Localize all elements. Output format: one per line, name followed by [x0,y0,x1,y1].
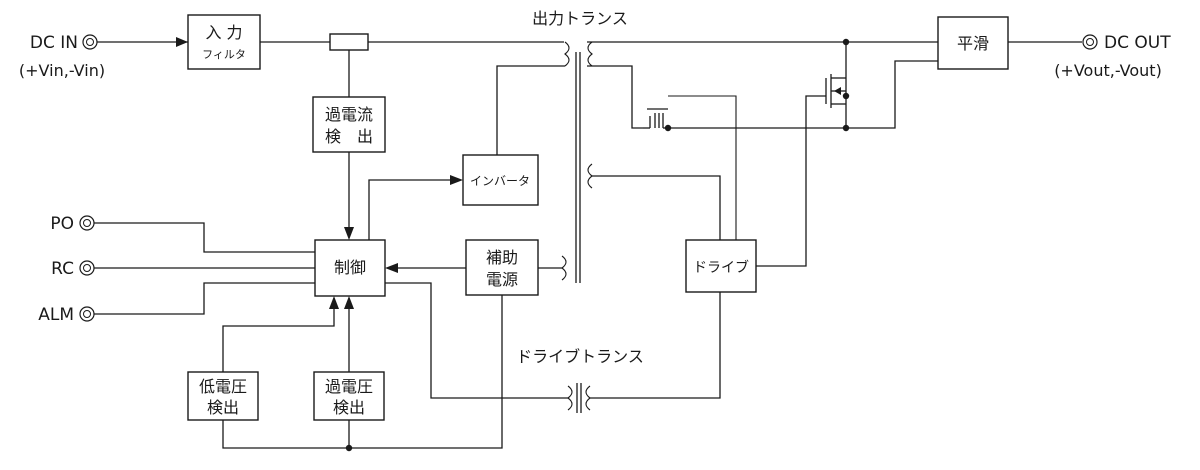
aux-power-line1: 補助 [486,248,518,267]
freewheel-mosfet-icon [825,74,846,108]
input-filter-line2: フィルタ [202,48,246,61]
junction-dot [842,124,850,132]
dc-in-label: DC IN [30,33,78,53]
alm-line [94,282,315,315]
aux-power-winding [561,255,567,281]
alm-label: ALM [38,305,74,325]
control-block: 制御 [314,239,386,297]
aux-power-block: 補助 電源 [465,239,539,296]
dc-in-terminal-icon [82,34,98,50]
smoothing-label: 平滑 [957,34,989,53]
common-line [222,295,503,449]
alm-terminal-icon [79,306,95,322]
drive-label: ドライブ [693,259,749,276]
dc-out-label: DC OUT [1104,33,1171,53]
current-sense-resistor [329,33,369,51]
inverter-label: インバータ [470,174,530,188]
rc-label: RC [51,259,74,279]
dc-in-sublabel: (+Vin,-Vin) [19,61,105,80]
arrow-ovp-to-control [344,296,354,309]
inverter-to-primary-line [496,65,565,155]
input-filter-line1: 入 力 [205,23,242,42]
drive-tr-to-drive-line [590,292,721,399]
inverter-block: インバータ [462,154,539,206]
arrow-uvp-to-control [329,296,339,309]
dc-out-terminal-icon [1082,34,1098,50]
drive-transformer-label: ドライブトランス [516,347,644,366]
uvp-to-control-line [222,300,335,372]
drive-aux-winding [587,163,593,189]
aux-power-line2: 電源 [486,270,518,289]
overcurrent-line1: 過電流 [325,105,373,124]
arrow-into-filter [176,37,188,47]
po-terminal-icon [79,215,95,231]
output-transformer [561,41,593,283]
smoothing-block: 平滑 [937,16,1009,70]
drive-tr-primary [567,385,573,411]
overvoltage-line1: 過電圧 [325,377,373,396]
undervoltage-line2: 検出 [207,398,239,417]
junctions [345,38,850,452]
input-filter-block: 入 力 フィルタ [187,14,261,70]
arrow-ocp-to-control [344,227,354,240]
drive-tr-secondary [585,385,591,411]
arrows [176,37,463,309]
overcurrent-line2: 検 出 [325,127,373,146]
arrow-to-inverter [450,175,463,185]
secondary-lower-line [587,65,643,129]
wiring [94,41,1082,449]
control-to-drive-tr-line [384,282,568,399]
return-line [668,60,938,129]
undervoltage-line1: 低電圧 [199,377,247,396]
output-transformer-label: 出力トランス [532,9,628,28]
secondary-winding [587,41,593,67]
po-line [94,222,315,253]
undervoltage-detect-block: 低電圧 検出 [187,371,259,421]
arrow-aux-to-control [385,263,398,273]
po-label: PO [50,214,74,234]
overcurrent-detect-block: 過電流 検 出 [312,96,386,153]
drive-to-rect-gate-line [668,95,737,240]
drive-transformer [567,383,591,413]
drive-to-fw-gate-line [756,95,826,267]
control-label: 制御 [334,258,366,277]
rectifier-mosfet-icon [643,108,668,129]
control-to-inverter-line [368,179,452,240]
junction-dot [842,38,850,46]
junction-dot [842,92,850,100]
primary-winding [564,41,570,67]
junction-dot [345,444,353,452]
overvoltage-detect-block: 過電圧 検出 [313,371,385,421]
overvoltage-line2: 検出 [333,398,365,417]
rc-terminal-icon [79,260,95,276]
dc-out-sublabel: (+Vout,-Vout) [1054,61,1162,80]
secondary-to-drive-line [592,175,721,240]
drive-block: ドライブ [685,239,757,293]
